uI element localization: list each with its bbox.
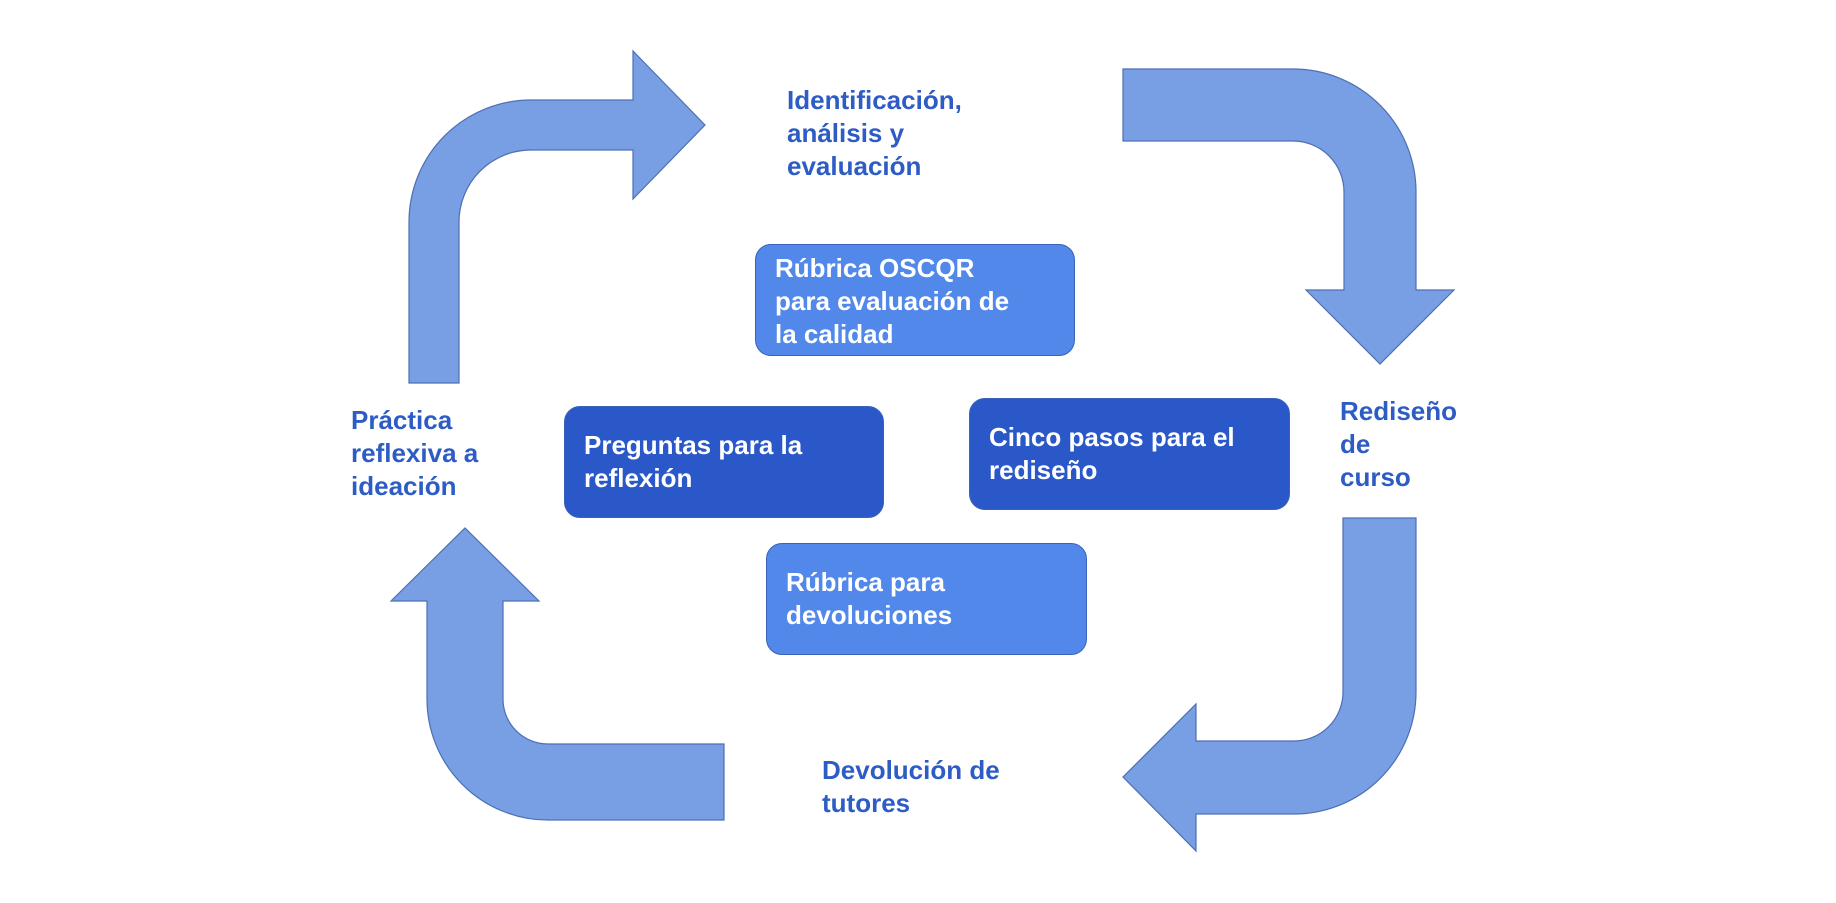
stage-label-identificacion: Identificación, análisis y evaluación: [787, 85, 962, 181]
arrow-bottom-to-left: [389, 527, 725, 821]
stage-label-rediseno: Rediseño de curso: [1340, 396, 1458, 492]
tool-box-cinco-pasos: Cinco pasos para el rediseño: [969, 398, 1290, 510]
tool-box-rubrica-devoluciones: Rúbrica para devoluciones: [766, 543, 1087, 655]
arrow-top-to-right: [1122, 68, 1456, 365]
tool-box-preguntas-reflexion: Preguntas para la reflexión: [564, 406, 884, 518]
arrow-left-to-top: [408, 49, 706, 384]
arrow-right-to-bottom: [1122, 517, 1417, 853]
stage-label-practica: Práctica reflexiva a ideación: [351, 405, 479, 501]
tool-box-rubrica-oscqr: Rúbrica OSCQR para evaluación de la cali…: [755, 244, 1075, 356]
stage-label-devolucion: Devolución de tutores: [822, 755, 1000, 818]
